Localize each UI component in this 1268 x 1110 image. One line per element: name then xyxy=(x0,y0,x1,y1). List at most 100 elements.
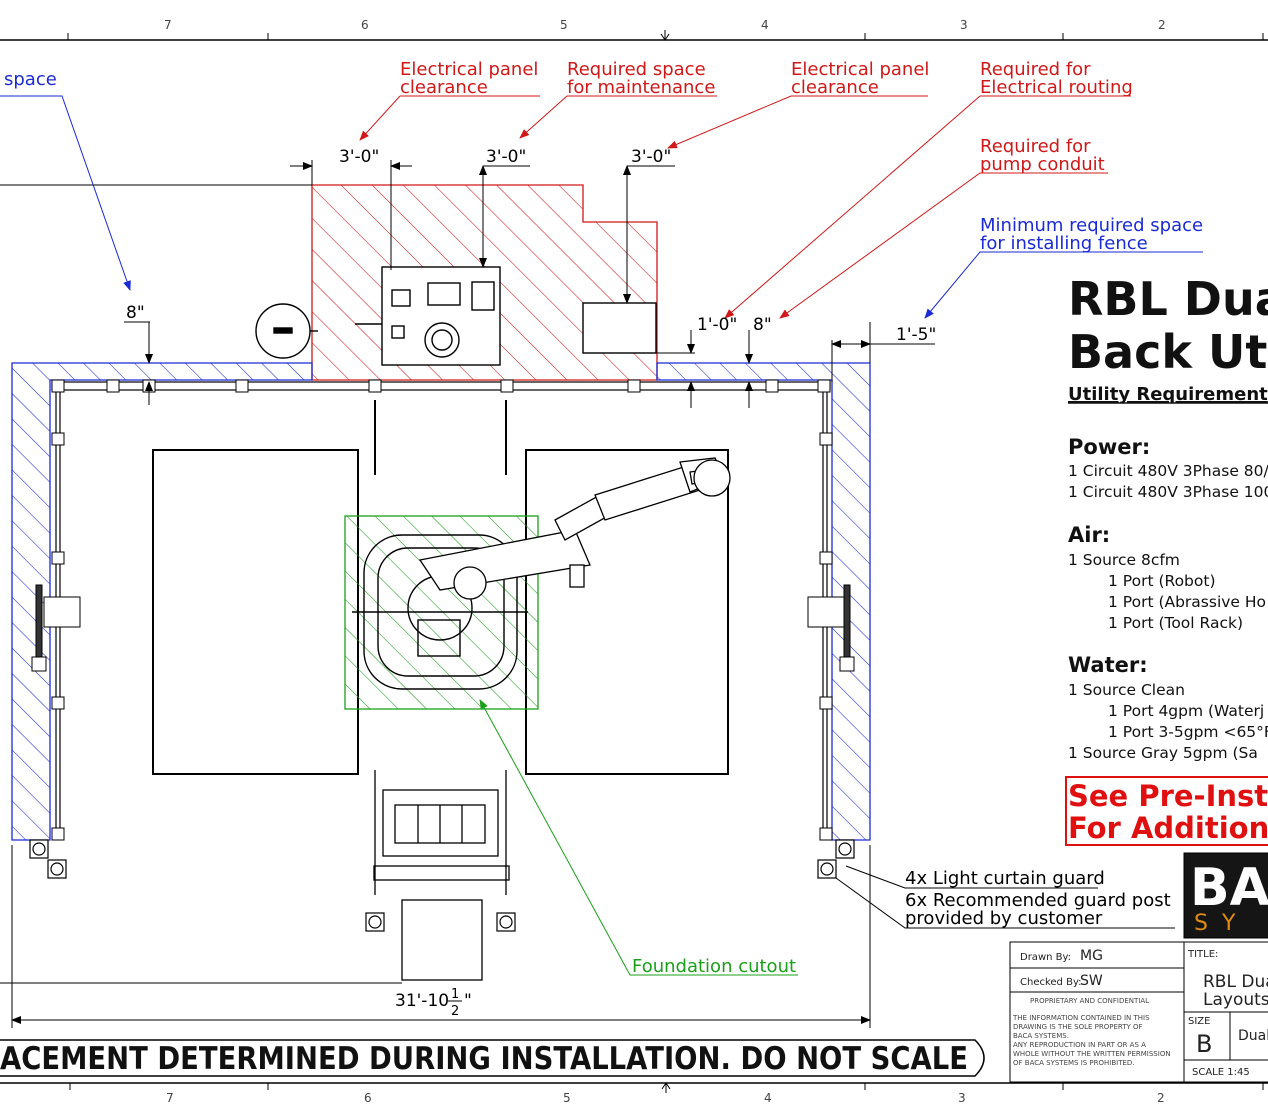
zone-label: 2 xyxy=(1157,1091,1165,1105)
dim-elec-clear-1: 3'-0" xyxy=(339,147,379,167)
company-logo: BA SY xyxy=(1190,858,1268,936)
dim-fence-right: 1'-5" xyxy=(896,325,936,345)
zone-label: 5 xyxy=(560,18,568,32)
elec-routing-note-b: Electrical routing xyxy=(980,77,1133,98)
svg-text:SY: SY xyxy=(1194,911,1249,936)
air-item: 1 Source 8cfm xyxy=(1068,551,1180,569)
tool-rack-fixture xyxy=(373,770,510,981)
page-title-line2: Back Uti xyxy=(1068,325,1268,379)
elec-clearance-note-2b: clearance xyxy=(791,77,879,98)
svg-text:ANY REPRODUCTION IN PART OR AS: ANY REPRODUCTION IN PART OR AS A xyxy=(1013,1041,1146,1049)
svg-text:DRAWING IS THE SOLE PROPERTY O: DRAWING IS THE SOLE PROPERTY OF xyxy=(1013,1023,1143,1031)
svg-text:ACEMENT DETERMINED DURING INST: ACEMENT DETERMINED DURING INSTALLATION. … xyxy=(0,1041,968,1077)
elec-routing-note: Required for xyxy=(980,59,1091,80)
leader-lines xyxy=(0,95,1203,976)
left-work-table xyxy=(152,449,359,775)
water-item: 1 Port 4gpm (Waterj xyxy=(1108,702,1264,720)
pump-conduit-note-b: pump conduit xyxy=(980,154,1105,175)
light-curtain-note: 4x Light curtain guard xyxy=(905,868,1105,889)
title-label: TITLE: xyxy=(1187,949,1218,960)
elec-clearance-note-1b: clearance xyxy=(400,77,488,98)
maintenance-note: Required space xyxy=(567,59,706,80)
water-heading: Water: xyxy=(1068,653,1148,677)
legal-notice: THE INFORMATION CONTAINED IN THIS DRAWIN… xyxy=(1012,1014,1171,1067)
zone-label: 3 xyxy=(960,18,968,32)
size-label: SIZE xyxy=(1188,1016,1210,1027)
dim-conduit: 8" xyxy=(753,315,772,335)
power-item: 1 Circuit 480V 3Phase 100 xyxy=(1068,483,1268,501)
svg-text:BA: BA xyxy=(1190,858,1268,918)
svg-text:31'-10: 31'-10 xyxy=(395,991,449,1011)
junction-box xyxy=(582,302,657,354)
dim-maintenance: 3'-0" xyxy=(486,147,526,167)
requirements-list: Power: 1 Circuit 480V 3Phase 80/ 1 Circu… xyxy=(1068,435,1268,762)
light-curtain-right xyxy=(807,584,855,672)
checked-by-label: Checked By: xyxy=(1020,977,1082,988)
zone-label: 3 xyxy=(958,1091,966,1105)
zone-label: 5 xyxy=(563,1091,571,1105)
utility-requirements-heading: Utility Requirement xyxy=(1068,384,1268,405)
dim-fence-left: 8" xyxy=(126,303,145,323)
drawn-by-value: MG xyxy=(1080,948,1103,964)
pre-install-warning: See Pre-Instal For Additiona xyxy=(1065,776,1268,846)
svg-text:For Additiona: For Additiona xyxy=(1068,811,1268,845)
table-dividers xyxy=(374,400,507,475)
fence-posts xyxy=(51,379,833,841)
drawing-number: Dual xyxy=(1238,1028,1268,1044)
svg-text:2: 2 xyxy=(451,1004,459,1019)
air-item: 1 Port (Robot) xyxy=(1108,572,1216,590)
elec-clearance-note-2: Electrical panel xyxy=(791,59,929,80)
dim-routing: 1'-0" xyxy=(697,315,737,335)
water-item: 1 Port 3-5gpm <65°F xyxy=(1108,723,1268,741)
zone-label: 2 xyxy=(1158,18,1166,32)
air-item: 1 Port (Tool Rack) xyxy=(1108,614,1243,632)
zone-label: 6 xyxy=(364,1091,372,1105)
page-title-line1: RBL Dual xyxy=(1068,272,1268,326)
svg-text:BACA SYSTEMS.: BACA SYSTEMS. xyxy=(1013,1032,1069,1040)
drawing-title-1: RBL Dua xyxy=(1203,972,1268,992)
guard-posts xyxy=(29,839,855,932)
zone-label: 4 xyxy=(764,1091,772,1105)
zone-label: 7 xyxy=(164,18,172,32)
water-item: 1 Source Clean xyxy=(1068,681,1185,699)
fence-space-note: space xyxy=(4,69,57,90)
water-item: 1 Source Gray 5gpm (Sa xyxy=(1068,744,1258,762)
air-item: 1 Port (Abrassive Ho xyxy=(1108,593,1266,611)
title-block xyxy=(1009,852,1268,1083)
dimension-lines xyxy=(0,160,935,1028)
svg-text:1: 1 xyxy=(451,987,459,1002)
dim-overall-width: 31'-10 1 2 " xyxy=(395,987,472,1019)
zone-labels-top: 7 6 5 4 3 2 xyxy=(164,18,1166,32)
foundation-note: Foundation cutout xyxy=(632,956,796,977)
light-curtain-left xyxy=(31,584,81,672)
proprietary-label: PROPRIETARY AND CONFIDENTIAL xyxy=(1030,997,1149,1005)
robot-arm xyxy=(418,457,731,600)
pump-unit xyxy=(255,303,318,359)
svg-text:OF BACA SYSTEMS IS PROHIBITED.: OF BACA SYSTEMS IS PROHIBITED. xyxy=(1013,1059,1135,1067)
air-heading: Air: xyxy=(1068,523,1110,547)
drawing-title-2: Layouts xyxy=(1203,990,1268,1010)
scale-value: SCALE 1:45 xyxy=(1192,1067,1250,1078)
zone-label: 7 xyxy=(166,1091,174,1105)
maintenance-note-b: for maintenance xyxy=(567,77,715,98)
bottom-banner: ACEMENT DETERMINED DURING INSTALLATION. … xyxy=(0,1039,985,1077)
elec-clearance-note-1: Electrical panel xyxy=(400,59,538,80)
border-frame xyxy=(0,30,1268,1093)
electrical-panel xyxy=(355,266,501,366)
svg-text:See Pre-Instal: See Pre-Instal xyxy=(1068,779,1268,813)
zone-label: 6 xyxy=(361,18,369,32)
svg-text:": " xyxy=(464,991,472,1011)
dim-elec-clear-2: 3'-0" xyxy=(631,147,671,167)
pump-conduit-note: Required for xyxy=(980,136,1091,157)
min-fence-note-b: for installing fence xyxy=(980,233,1148,254)
zone-labels-bottom: 7 6 5 4 3 2 xyxy=(166,1091,1165,1105)
guard-post-note-b: provided by customer xyxy=(905,908,1103,929)
svg-text:WHOLE WITHOUT THE WRITTEN PERM: WHOLE WITHOUT THE WRITTEN PERMISSION xyxy=(1013,1050,1171,1058)
power-heading: Power: xyxy=(1068,435,1150,459)
svg-text:THE INFORMATION CONTAINED IN T: THE INFORMATION CONTAINED IN THIS xyxy=(1012,1014,1150,1022)
min-fence-note: Minimum required space xyxy=(980,215,1203,236)
drawn-by-label: Drawn By: xyxy=(1020,952,1071,963)
power-item: 1 Circuit 480V 3Phase 80/ xyxy=(1068,462,1268,480)
checked-by-value: SW xyxy=(1080,973,1103,989)
